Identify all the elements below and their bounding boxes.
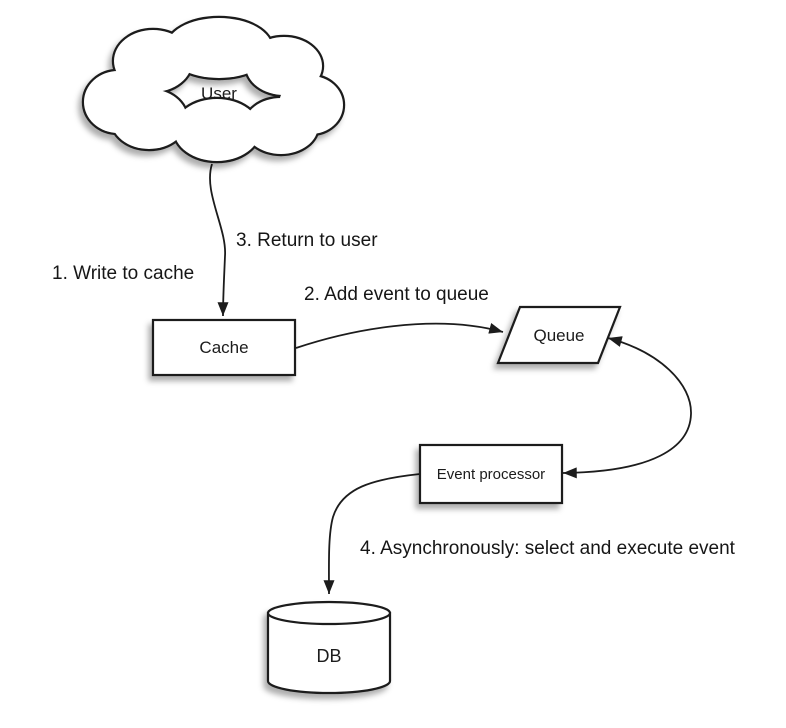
queue-parallelogram — [496, 305, 622, 365]
edge-label-add-event-to-queue: 2. Add event to queue — [304, 284, 489, 305]
edge-queue-event-processor-double-arrow — [562, 336, 692, 479]
event-processor-box — [418, 443, 564, 505]
cache-box — [151, 318, 297, 377]
edge-label-write-to-cache: 1. Write to cache — [52, 263, 194, 284]
event-processor-node-label: Event processor — [437, 466, 545, 483]
cache-node-label: Cache — [199, 338, 248, 357]
db-node-label: DB — [316, 646, 341, 666]
edge-label-return-to-user: 3. Return to user — [236, 230, 378, 251]
edge-event-processor-to-db-arrow — [323, 473, 421, 595]
db-cylinder — [266, 600, 392, 695]
user-cloud-shape — [81, 15, 346, 164]
user-node-label: User — [201, 84, 237, 103]
edge-user-to-cache-arrow — [209, 163, 229, 317]
edge-cache-to-queue-arrow — [295, 322, 504, 349]
queue-node-label: Queue — [533, 326, 584, 345]
edge-label-async-select-execute: 4. Asynchronously: select and execute ev… — [360, 538, 736, 559]
